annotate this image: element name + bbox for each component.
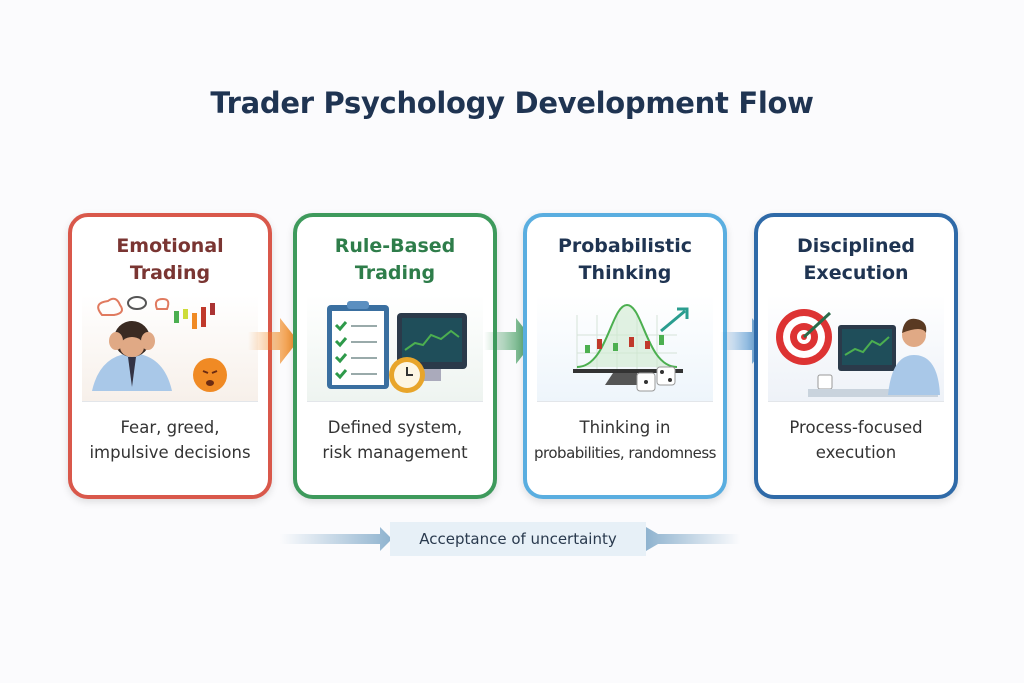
heading-line: Emotional bbox=[116, 235, 224, 257]
acceptance-of-uncertainty-band: Acceptance of uncertainty bbox=[280, 522, 740, 556]
desc-line: Defined system, bbox=[327, 418, 463, 437]
heading-line: Trading bbox=[129, 262, 211, 284]
heading-line: Rule-Based bbox=[334, 235, 456, 257]
desc-line: Thinking in bbox=[579, 418, 671, 437]
green-arrow-icon bbox=[484, 318, 534, 364]
heading-line: Execution bbox=[803, 262, 909, 284]
band-label: Acceptance of uncertainty bbox=[390, 522, 646, 556]
focused-trader-target-illustration bbox=[768, 295, 944, 402]
stage-description: Process-focused execution bbox=[758, 415, 954, 465]
desc-line: impulsive decisions bbox=[89, 443, 251, 462]
orange-arrow-icon bbox=[248, 318, 298, 364]
desc-line: probabilities, randomness bbox=[534, 444, 716, 462]
stressed-trader-illustration bbox=[82, 295, 258, 402]
page-title: Trader Psychology Development Flow bbox=[210, 86, 814, 120]
stage-description: Thinking in probabilities, randomness bbox=[527, 415, 723, 466]
heading-line: Thinking bbox=[578, 262, 672, 284]
probability-chart-dice-illustration bbox=[537, 295, 713, 402]
desc-line: Process-focused bbox=[789, 418, 923, 437]
checklist-monitor-illustration bbox=[307, 295, 483, 402]
heading-line: Disciplined bbox=[796, 235, 915, 257]
desc-line: Fear, greed, bbox=[120, 418, 220, 437]
stage-description: Defined system, risk management bbox=[297, 415, 493, 465]
heading-line: Trading bbox=[354, 262, 436, 284]
heading-line: Probabilistic bbox=[557, 235, 693, 257]
band-arrow-icon bbox=[280, 527, 740, 551]
stage-description: Fear, greed, impulsive decisions bbox=[72, 415, 268, 465]
desc-line: risk management bbox=[322, 443, 468, 462]
desc-line: execution bbox=[815, 443, 897, 462]
